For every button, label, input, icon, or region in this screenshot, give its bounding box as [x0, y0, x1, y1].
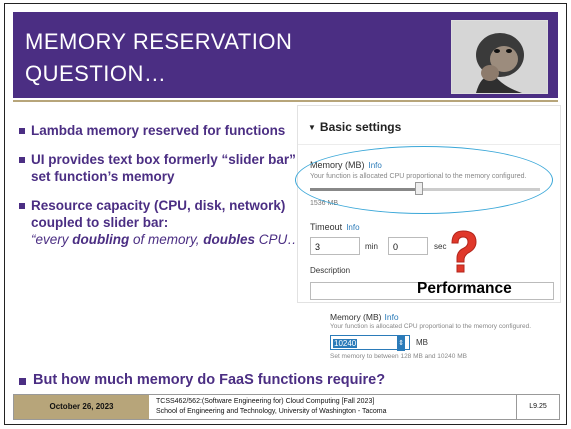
memory-config-panel: Memory (MB)Info Your function is allocat…	[324, 308, 558, 366]
timeout-sec-unit: sec	[434, 242, 447, 251]
description-label: Description	[310, 266, 351, 275]
thinking-chimp-image	[451, 20, 548, 94]
timeout-sec-input[interactable]: 0	[388, 237, 428, 255]
memory-label-text: Memory (MB)	[330, 312, 382, 322]
final-bullet: But how much memory do FaaS functions re…	[19, 372, 385, 388]
footer-course-line: TCSS462/562:(Software Engineering for) C…	[156, 398, 375, 405]
quote-part: CPU…”	[255, 232, 306, 247]
bullet-item: UI provides text box formerly “slider ba…	[17, 151, 317, 185]
timeout-min-unit: min	[365, 242, 378, 251]
footer-page-number: L9.25	[516, 395, 559, 419]
quote-emphasis: doubling	[72, 232, 130, 247]
quote-text: “every doubling of memory, doubles CPU…”	[31, 231, 317, 248]
timeout-info-link[interactable]: Info	[346, 223, 360, 232]
slide-title: MEMORY RESERVATION QUESTION…	[25, 29, 293, 86]
performance-label: Performance	[417, 280, 512, 297]
memory-input[interactable]: 10240 ⇕	[330, 335, 410, 351]
footer-date: October 26, 2023	[14, 395, 149, 419]
quote-emphasis: doubles	[203, 232, 256, 247]
bullet-text: Resource capacity (CPU, disk, network) c…	[31, 198, 286, 230]
bullet-list: Lambda memory reserved for functions UI …	[17, 122, 317, 260]
memory-range-note: Set memory to between 128 MB and 10240 M…	[330, 353, 467, 360]
slide-footer: October 26, 2023 TCSS462/562:(Software E…	[13, 394, 560, 420]
spinner-icon[interactable]: ⇕	[397, 336, 405, 351]
basic-settings-heading[interactable]: Basic settings	[308, 120, 401, 134]
footer-course-line: School of Engineering and Technology, Un…	[156, 408, 387, 415]
footer-course: TCSS462/562:(Software Engineering for) C…	[156, 397, 496, 417]
highlight-ellipse	[295, 146, 553, 214]
memory-info-link[interactable]: Info	[384, 312, 399, 322]
bullet-text: UI provides text box formerly “slider ba…	[31, 152, 313, 184]
bullet-item: Resource capacity (CPU, disk, network) c…	[17, 197, 317, 248]
divider	[298, 144, 560, 145]
memory-description: Your function is allocated CPU proportio…	[330, 323, 532, 330]
timeout-min-input[interactable]: 3	[310, 237, 360, 255]
timeout-label-text: Timeout	[310, 222, 343, 232]
memory-input-value: 10240	[333, 339, 358, 348]
question-mark-icon	[446, 229, 480, 275]
memory-label: Memory (MB)Info	[330, 312, 399, 322]
quote-part: of memory,	[129, 232, 204, 247]
title-bar: MEMORY RESERVATION QUESTION…	[13, 12, 558, 98]
title-divider	[13, 100, 558, 102]
memory-unit: MB	[416, 338, 428, 347]
quote-part: “every	[31, 232, 73, 247]
slide: MEMORY RESERVATION QUESTION… Lambda memo…	[4, 3, 567, 425]
description-input[interactable]	[310, 282, 554, 300]
bullet-text: Lambda memory reserved for functions	[31, 123, 286, 138]
bullet-item: Lambda memory reserved for functions	[17, 122, 317, 139]
memory-value: 1536 MB	[310, 200, 339, 207]
